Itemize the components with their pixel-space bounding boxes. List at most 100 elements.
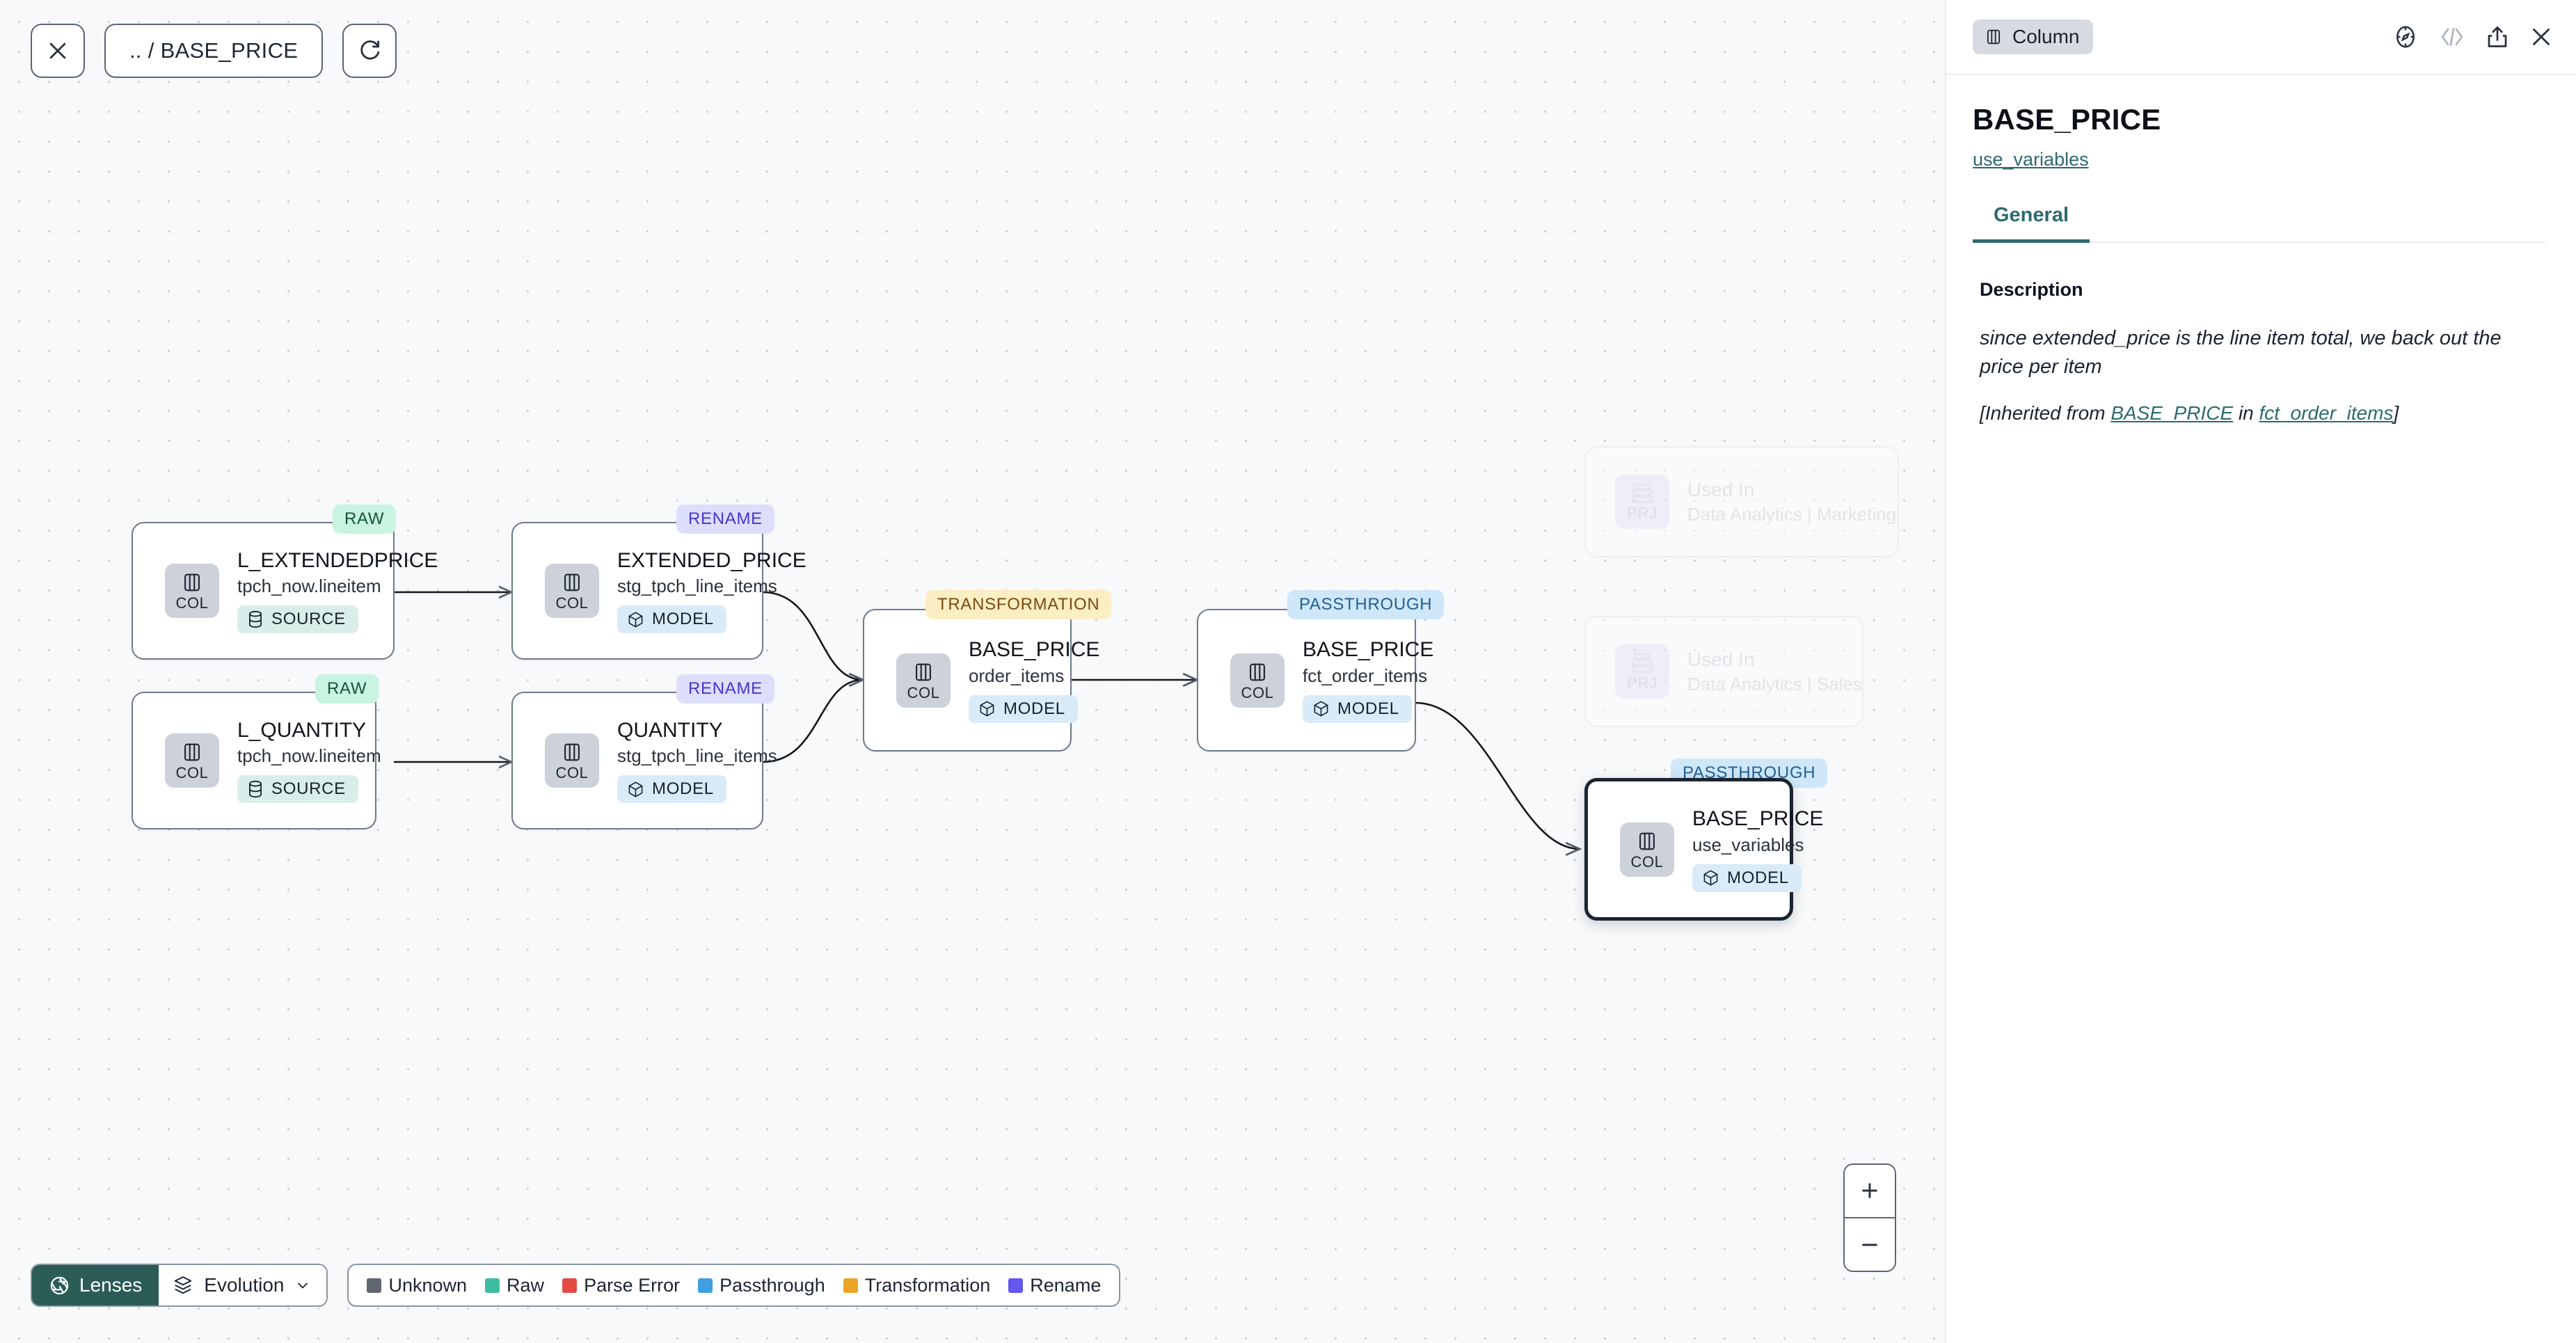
node-texts: L_EXTENDEDPRICE tpch_now.lineitem SOURCE <box>237 548 438 634</box>
description-label: Description <box>1980 279 2083 300</box>
legend-item[interactable]: Passthrough <box>698 1275 825 1296</box>
panel-header-actions <box>2392 24 2554 50</box>
inherited-note: [Inherited from BASE_PRICE in fct_order_… <box>1980 402 2541 424</box>
column-icon <box>184 573 200 591</box>
lineage-canvas[interactable]: .. / BASE_PRICE <box>0 0 1945 1343</box>
legend-item[interactable]: Parse Error <box>562 1275 680 1296</box>
close-icon <box>2533 29 2550 45</box>
parent-model-link[interactable]: use_variables <box>1973 149 2089 170</box>
node-subtitle: stg_tpch_line_items <box>617 745 777 767</box>
lenses-button[interactable]: Lenses <box>32 1265 159 1305</box>
used-in-title: Used In <box>1687 478 1755 500</box>
lineage-node-extended-price[interactable]: COL EXTENDED_PRICE stg_tpch_line_items M… <box>511 522 806 660</box>
legend-item[interactable]: Raw <box>485 1275 544 1296</box>
node-texts: BASE_PRICE order_items MODEL <box>969 637 1099 723</box>
node-texts: L_QUANTITY tpch_now.lineitem SOURCE <box>237 718 381 804</box>
used-in-title: Used In <box>1687 648 1755 670</box>
col-badge-label: COL <box>175 764 209 781</box>
lineage-node-l-extendedprice[interactable]: COL L_EXTENDEDPRICE tpch_now.lineitem SO… <box>132 522 438 660</box>
legend-swatch <box>843 1278 858 1293</box>
code-icon <box>2441 27 2463 47</box>
node-body: COL EXTENDED_PRICE stg_tpch_line_items M… <box>513 523 806 658</box>
col-badge: COL <box>165 733 219 788</box>
legend-label: Parse Error <box>584 1274 681 1296</box>
lineage-node-base-price-use-variables[interactable]: COL BASE_PRICE use_variables MODEL <box>1584 778 1823 921</box>
legend-swatch <box>1008 1278 1024 1293</box>
node-body: COL BASE_PRICE use_variables MODEL <box>1588 781 1823 917</box>
lenses-label: Lenses <box>79 1274 143 1296</box>
used-in-card[interactable]: PRJ Used In Data Analytics | Sales <box>1584 616 1863 727</box>
compass-icon <box>2396 26 2415 48</box>
legend-item[interactable]: Rename <box>1008 1275 1101 1296</box>
column-icon <box>1987 29 2001 45</box>
details-panel-body: BASE_PRICE use_variables General <box>1946 75 2576 243</box>
lineage-node-quantity[interactable]: COL QUANTITY stg_tpch_line_items MODEL <box>511 692 777 829</box>
node-texts: EXTENDED_PRICE stg_tpch_line_items MODEL <box>617 548 806 634</box>
used-in-subtitle: Data Analytics | Marketing <box>1687 503 1897 525</box>
evolution-dropdown[interactable]: Evolution <box>159 1265 327 1305</box>
node-tag-transformation: TRANSFORMATION <box>925 590 1112 619</box>
canvas-toolbar: .. / BASE_PRICE <box>31 24 397 78</box>
zoom-in-button[interactable] <box>1845 1164 1895 1217</box>
details-panel-header: Column <box>1946 0 2576 75</box>
lineage-node-l-quantity[interactable]: COL L_QUANTITY tpch_now.lineitem SOURCE <box>132 692 381 829</box>
inherited-prefix: [Inherited from <box>1980 402 2111 424</box>
col-badge: COL <box>896 653 951 708</box>
used-in-subtitle: Data Analytics | Sales <box>1687 673 1862 694</box>
cube-icon <box>1314 701 1328 717</box>
refresh-icon <box>360 40 380 60</box>
node-title: L_EXTENDEDPRICE <box>237 548 438 572</box>
lenses-group: Lenses Evolution <box>31 1264 328 1307</box>
zoom-divider <box>1845 1216 1895 1218</box>
details-panel: Column <box>1945 0 2576 1343</box>
col-badge: COL <box>1230 653 1285 708</box>
inherited-suffix: ] <box>2393 402 2399 424</box>
node-subtitle: tpch_now.lineitem <box>237 745 381 767</box>
node-texts: QUANTITY stg_tpch_line_items MODEL <box>617 718 777 804</box>
node-subtitle: stg_tpch_line_items <box>617 575 777 597</box>
node-body: COL L_EXTENDEDPRICE tpch_now.lineitem SO… <box>133 523 438 658</box>
node-kind-badge: MODEL <box>1692 864 1802 892</box>
node-subtitle: order_items <box>969 665 1065 686</box>
entity-type-chip[interactable]: Column <box>1973 19 2094 54</box>
close-button[interactable] <box>31 24 85 78</box>
database-icon <box>249 781 262 798</box>
legend-label: Passthrough <box>719 1274 825 1296</box>
inherited-column-link[interactable]: BASE_PRICE <box>2110 402 2234 424</box>
details-tabs: General <box>1973 204 2545 243</box>
node-body: COL BASE_PRICE fct_order_items MODEL <box>1198 610 1433 750</box>
lineage-node-base-price-fct-order-items[interactable]: COL BASE_PRICE fct_order_items MODEL <box>1197 609 1433 752</box>
legend-item[interactable]: Transformation <box>843 1274 991 1296</box>
used-in-card[interactable]: PRJ Used In Data Analytics | Marketing <box>1584 446 1899 557</box>
database-icon <box>249 611 262 628</box>
node-kind-label: MODEL <box>652 610 714 629</box>
refresh-button[interactable] <box>342 24 397 78</box>
legend-label: Transformation <box>864 1274 991 1296</box>
node-tag-rename: RENAME <box>676 504 774 534</box>
share-button[interactable] <box>2486 24 2509 49</box>
tab-general[interactable]: General <box>1973 204 2090 243</box>
evolution-label: Evolution <box>204 1274 285 1296</box>
aperture-icon <box>50 1276 69 1294</box>
zoom-out-button[interactable] <box>1845 1218 1895 1271</box>
close-panel-button[interactable] <box>2529 24 2554 49</box>
explore-button[interactable] <box>2392 24 2419 50</box>
legend-item[interactable]: Unknown <box>367 1275 467 1296</box>
node-kind-label: SOURCE <box>271 610 346 629</box>
legend-label: Raw <box>507 1274 545 1296</box>
col-badge-label: COL <box>175 594 209 612</box>
legend-label: Rename <box>1030 1274 1102 1296</box>
breadcrumb[interactable]: .. / BASE_PRICE <box>104 24 324 78</box>
col-badge-label: COL <box>1241 683 1274 701</box>
lineage-node-base-price-order-items[interactable]: COL BASE_PRICE order_items MODEL <box>863 609 1099 752</box>
node-title: L_QUANTITY <box>237 718 367 742</box>
project-icon <box>1632 653 1653 673</box>
inherited-model-link[interactable]: fct_order_items <box>2259 402 2394 424</box>
node-kind-label: MODEL <box>1337 699 1399 718</box>
code-button[interactable] <box>2438 25 2466 49</box>
used-in-card-body: PRJ Used In Data Analytics | Marketing <box>1586 447 1898 556</box>
project-icon <box>1632 484 1653 503</box>
prj-badge-label: PRJ <box>1627 504 1657 522</box>
lineage-legend: Unknown Raw Parse Error Passthrough Tran… <box>347 1264 1121 1307</box>
node-title: EXTENDED_PRICE <box>617 548 806 572</box>
